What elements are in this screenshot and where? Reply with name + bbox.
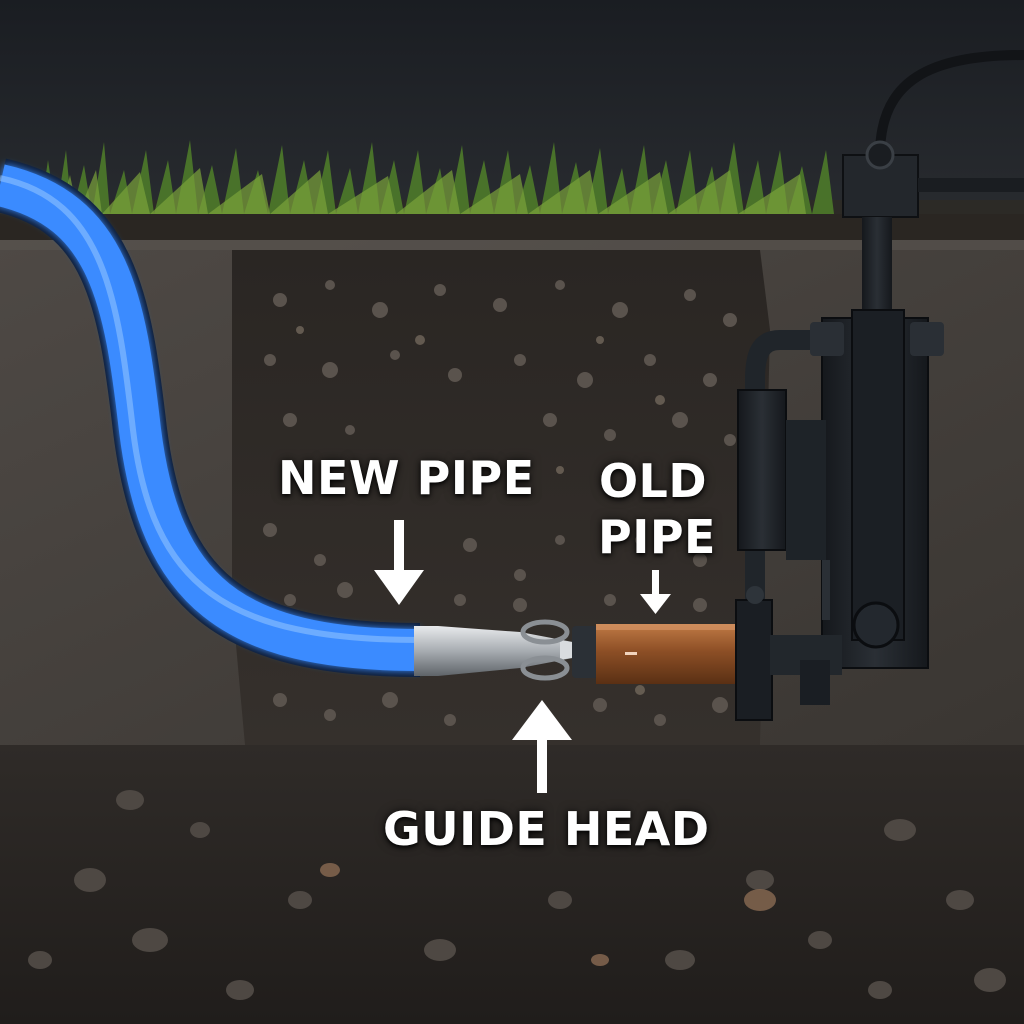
old-pipe-label-line2: PIPE (598, 514, 708, 560)
new-pipe-label: NEW PIPE (278, 455, 535, 501)
old-pipe (596, 624, 741, 684)
guide-head-label: GUIDE HEAD (383, 806, 710, 852)
old-pipe-label-line1: OLD (598, 458, 708, 504)
soil-bed (0, 745, 1024, 1024)
